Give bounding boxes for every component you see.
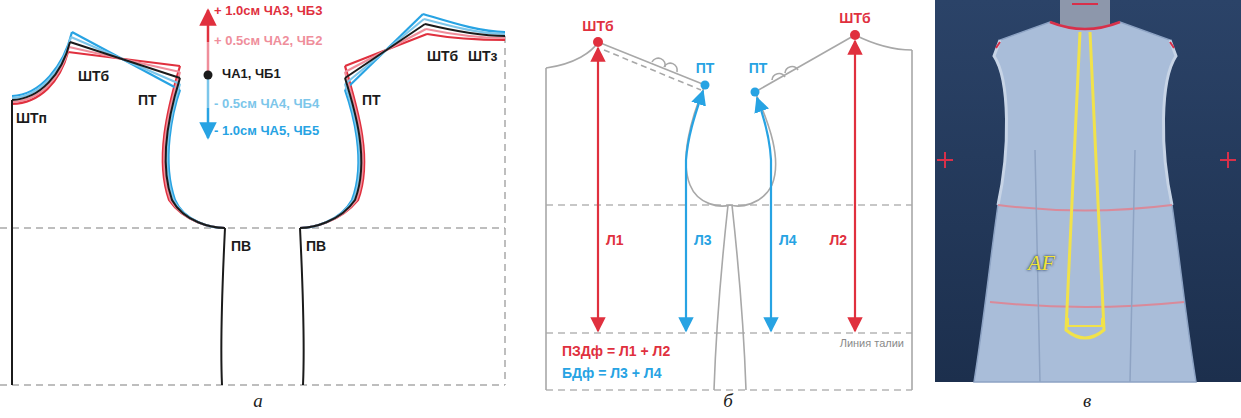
offset-label: + 1.0см ЧА3, ЧБ3 xyxy=(214,4,322,19)
form-neck xyxy=(1060,0,1110,28)
chest-line xyxy=(0,227,505,229)
base-dot xyxy=(204,71,213,80)
pattern-outline xyxy=(546,35,912,390)
centre-front-line xyxy=(11,100,13,385)
length-label: Л3 xyxy=(692,232,714,248)
point-label: ПВ xyxy=(231,238,251,254)
chest-mark xyxy=(998,205,1172,211)
pattern-variant-line xyxy=(71,37,180,84)
cross-mark xyxy=(1220,152,1236,168)
dart-mark xyxy=(772,74,785,80)
point-label: ПТ xyxy=(696,60,715,76)
shoulder-variants xyxy=(12,14,505,228)
point-label: ШТб xyxy=(427,48,458,64)
neck-line xyxy=(855,35,912,50)
waist-line xyxy=(0,384,505,386)
neck-mark xyxy=(1072,3,1098,5)
cross-mark xyxy=(937,152,953,168)
shoulder-line xyxy=(755,35,855,92)
arrow-segment xyxy=(207,10,210,42)
shoulder-seam-allowance xyxy=(604,50,701,90)
side-seam xyxy=(221,228,225,385)
pattern-variant-line xyxy=(164,72,225,228)
offset-label: ЧА1, ЧБ1 xyxy=(222,67,281,82)
side-seam xyxy=(714,205,728,390)
arrow-segment xyxy=(207,108,210,138)
panel-letter: в xyxy=(1083,390,1091,412)
length-arrow xyxy=(854,41,856,331)
change-arrow xyxy=(204,10,213,138)
length-label: Л1 xyxy=(604,232,626,248)
armhole-edge xyxy=(994,40,1007,205)
formula-label: БДф = Л3 + Л4 xyxy=(560,365,663,381)
point-dot xyxy=(850,30,860,40)
point-label: ШТб xyxy=(839,10,870,26)
armhole-line xyxy=(730,92,776,206)
dress-form-photo xyxy=(935,0,1241,382)
pattern-outline xyxy=(12,100,304,385)
length-label: Л2 xyxy=(827,232,849,248)
pattern-variant-line xyxy=(345,19,424,84)
length-arrow xyxy=(757,98,771,331)
length-arrow xyxy=(686,91,703,331)
line-name: Линия талии xyxy=(838,337,906,350)
offset-label: - 1.0см ЧА5, ЧБ5 xyxy=(214,124,319,139)
point-label: ШТз xyxy=(468,48,498,64)
centre-front-line xyxy=(545,68,547,390)
length-label: Л4 xyxy=(777,232,799,248)
point-label: ПТ xyxy=(138,92,157,108)
pattern-variant-line xyxy=(300,72,363,228)
guide-lines xyxy=(546,205,912,390)
pattern-variant-line xyxy=(300,66,364,228)
pattern-variant-line xyxy=(12,47,69,102)
arrow-segment xyxy=(207,42,210,71)
offset-label: + 0.5см ЧА2, ЧБ2 xyxy=(214,34,322,49)
point-label: ПВ xyxy=(306,238,326,254)
centre-back-line xyxy=(504,36,506,385)
armhole-edge xyxy=(1163,40,1176,205)
measure-arrows xyxy=(593,30,860,331)
dart-mark xyxy=(785,67,798,73)
pattern-variant-line xyxy=(425,24,505,36)
waist-mark xyxy=(990,302,1184,307)
offset-label: - 0.5см ЧА4, ЧБ4 xyxy=(214,97,319,112)
point-dot xyxy=(593,37,603,47)
point-dot xyxy=(701,81,710,90)
point-label: ШТб xyxy=(582,18,613,34)
bodice xyxy=(974,22,1196,382)
dart-mark xyxy=(652,58,665,67)
point-dot xyxy=(751,88,760,97)
shoulder-mark xyxy=(996,42,1174,48)
centre-back-line xyxy=(911,50,913,390)
formula-label: ПЗДф = Л1 + Л2 xyxy=(560,343,672,359)
side-seam xyxy=(732,205,746,390)
measure-label: AF xyxy=(1028,250,1055,275)
neck-line xyxy=(546,42,598,68)
panel-letter: б xyxy=(723,390,733,412)
measure-bracket xyxy=(1068,318,1102,326)
pattern-variant-line xyxy=(163,66,225,228)
armhole-line xyxy=(686,85,730,206)
length-arrow xyxy=(597,48,599,331)
guide-lines xyxy=(0,36,505,385)
waist-line xyxy=(546,332,912,334)
measure-strip xyxy=(1066,32,1104,338)
point-label: ШТб xyxy=(78,68,109,84)
point-label: ПТ xyxy=(749,60,768,76)
dart-mark xyxy=(664,63,677,72)
point-label: ШТп xyxy=(16,110,47,126)
shoulder-line xyxy=(598,42,705,85)
photo-background xyxy=(935,0,1241,382)
neck-mark xyxy=(1050,22,1120,29)
point-label: ПТ xyxy=(362,92,381,108)
panel-letter: а xyxy=(253,390,263,412)
pattern-variant-line xyxy=(12,42,70,100)
side-seam xyxy=(300,228,304,385)
arrow-segment xyxy=(207,79,210,108)
pattern-variant-line xyxy=(345,24,425,78)
